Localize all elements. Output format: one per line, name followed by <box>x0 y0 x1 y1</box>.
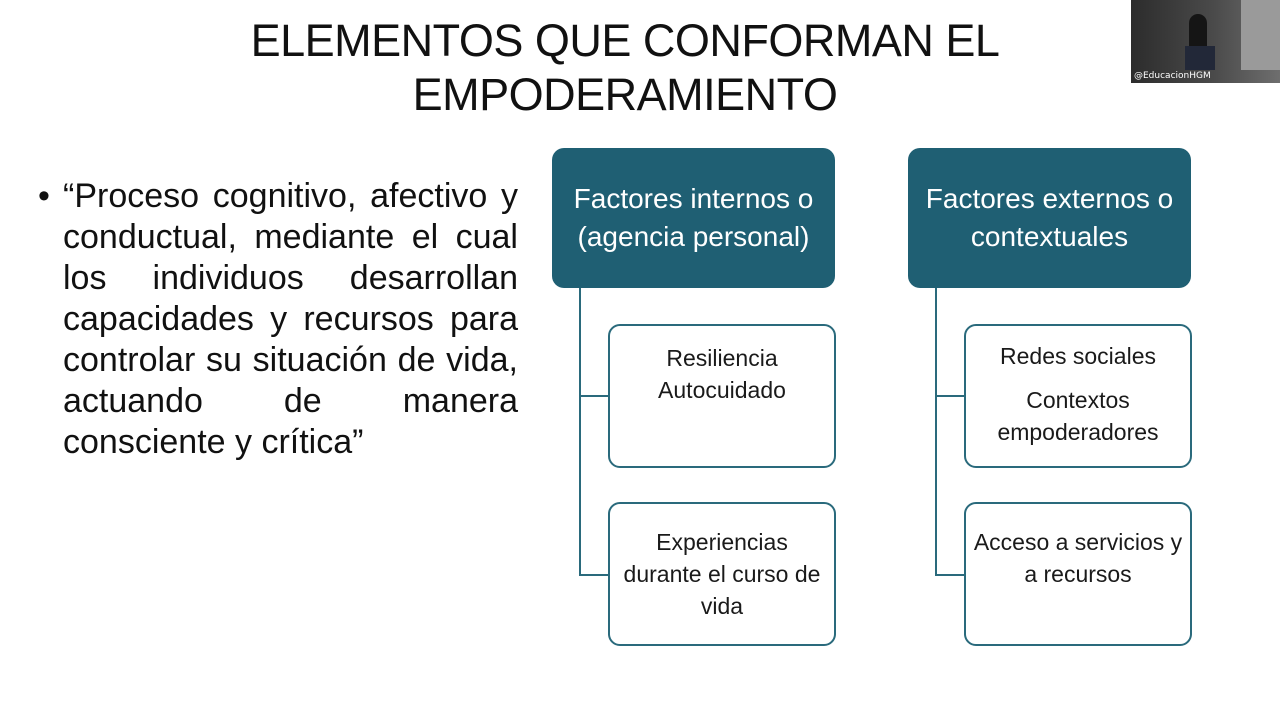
podium <box>1185 46 1215 70</box>
resilience-text: Resiliencia <box>666 345 778 371</box>
internal-factor-card-1: Resiliencia Autocuidado <box>608 324 836 468</box>
bullet-marker: • <box>38 177 50 215</box>
life-course-experiences-text: Experiencias durante el curso de vida <box>623 529 821 619</box>
internal-factors-header: Factores internos o (agencia personal) <box>552 148 835 288</box>
external-factors-header: Factores externos o contextuales <box>908 148 1191 288</box>
internal-connector-branch-1 <box>579 395 609 397</box>
external-factor-card-1: Redes sociales Contextos empoderadores <box>964 324 1192 468</box>
internal-connector-vertical <box>579 288 581 576</box>
video-watermark: @EducacionHGM <box>1134 71 1211 81</box>
external-connector-branch-2 <box>935 574 965 576</box>
internal-factor-card-2: Experiencias durante el curso de vida <box>608 502 836 646</box>
slide-title: ELEMENTOS QUE CONFORMAN EL EMPODERAMIENT… <box>150 14 1100 122</box>
internal-factors-header-label: Factores internos o (agencia personal) <box>573 183 814 252</box>
external-factor-card-2: Acceso a servicios y a recursos <box>964 502 1192 646</box>
internal-connector-branch-2 <box>579 574 609 576</box>
access-services-text: Acceso a servicios y a recursos <box>973 529 1183 587</box>
spacer <box>972 372 1184 384</box>
empowering-contexts-text: Contextos empoderadores <box>997 387 1159 445</box>
external-connector-vertical <box>935 288 937 576</box>
self-care-text: Autocuidado <box>658 377 786 403</box>
definition-quote: “Proceso cognitivo, afectivo y conductua… <box>63 177 518 461</box>
title-line-2: EMPODERAMIENTO <box>412 69 838 120</box>
speaker-video-thumbnail[interactable]: @EducacionHGM <box>1131 0 1280 83</box>
title-line-1: ELEMENTOS QUE CONFORMAN EL <box>250 15 1000 66</box>
video-window-light <box>1241 0 1280 70</box>
external-factors-header-label: Factores externos o contextuales <box>925 183 1174 252</box>
external-connector-branch-1 <box>935 395 965 397</box>
social-networks-text: Redes sociales <box>1000 343 1156 369</box>
